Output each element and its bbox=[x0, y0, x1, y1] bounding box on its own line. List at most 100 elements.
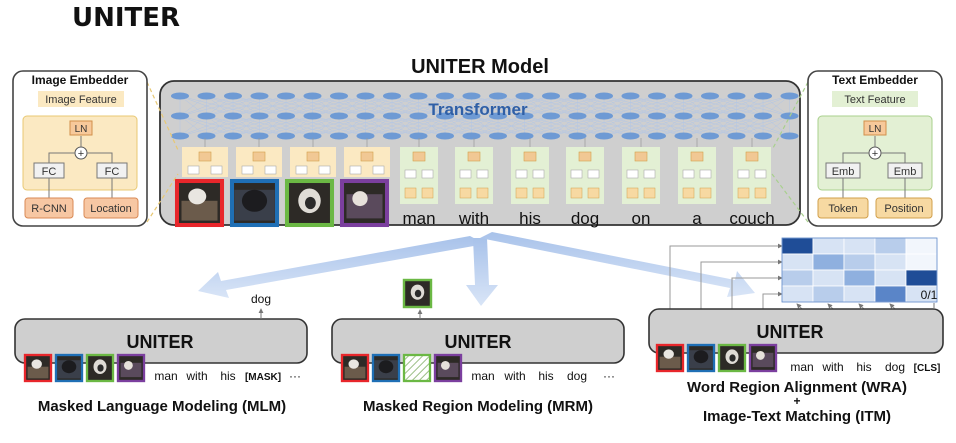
heatmap-cell bbox=[905, 237, 938, 255]
mrm-caption: Masked Region Modeling (MRM) bbox=[363, 398, 593, 415]
region-photo-detail bbox=[693, 350, 709, 364]
region-to-matrix-link bbox=[762, 291, 783, 309]
emb-mini bbox=[737, 169, 750, 179]
transformer-node bbox=[224, 132, 242, 140]
emb-mini bbox=[587, 169, 600, 179]
region-image bbox=[116, 353, 146, 383]
attention-link bbox=[259, 95, 313, 117]
attention-link bbox=[630, 95, 711, 117]
transformer-node bbox=[250, 112, 269, 120]
text-embedder-title: Text Embedder bbox=[832, 73, 918, 87]
wra-cls-token: [CLS] bbox=[914, 363, 941, 374]
position-label: Position bbox=[884, 203, 923, 215]
itm-caption: Image-Text Matching (ITM) bbox=[703, 408, 891, 425]
wra-caption: Word Region Alignment (WRA) bbox=[687, 379, 907, 396]
heatmap-cell bbox=[781, 253, 814, 271]
attention-link bbox=[206, 115, 260, 137]
transformer-node bbox=[330, 92, 348, 100]
attention-link bbox=[683, 115, 737, 137]
heatmap-cell bbox=[905, 253, 938, 271]
attention-link bbox=[338, 95, 419, 117]
region-image bbox=[686, 343, 716, 373]
ln-box bbox=[69, 120, 93, 136]
mlm-target-word: dog bbox=[251, 292, 271, 306]
attention-link bbox=[259, 95, 340, 117]
region-image bbox=[23, 353, 53, 383]
emb-mini bbox=[421, 169, 434, 179]
transformer-node bbox=[621, 92, 640, 100]
wra-uniter-block bbox=[648, 308, 944, 354]
attention-link bbox=[179, 115, 234, 137]
mrm-uniter-label: UNITER bbox=[445, 332, 512, 352]
region-image bbox=[371, 353, 401, 383]
attention-link bbox=[365, 95, 446, 117]
token-mini bbox=[404, 187, 417, 199]
region-photo-detail bbox=[344, 366, 366, 379]
attention-link bbox=[497, 95, 578, 117]
ln-mini bbox=[412, 151, 426, 162]
ln-box bbox=[863, 120, 887, 136]
position-mini bbox=[699, 187, 712, 199]
attention-link bbox=[179, 115, 260, 137]
region-image bbox=[655, 343, 685, 373]
heatmap-cell bbox=[874, 253, 907, 271]
transformer-node bbox=[727, 112, 746, 120]
attention-link bbox=[444, 115, 499, 137]
region-frame bbox=[655, 343, 685, 373]
transformer-node bbox=[224, 112, 242, 120]
mlm-token: with bbox=[185, 369, 207, 383]
region-photo-detail bbox=[27, 366, 49, 379]
attention-link bbox=[444, 115, 525, 137]
heatmap-cell bbox=[812, 237, 845, 255]
attention-link bbox=[206, 95, 260, 117]
attention-link bbox=[471, 115, 552, 137]
mrm-target-region bbox=[402, 278, 433, 309]
alignment-heatmap bbox=[781, 237, 938, 303]
heatmap-border bbox=[781, 237, 938, 303]
transformer-node bbox=[780, 92, 799, 100]
text-feature-label: Text Feature bbox=[844, 94, 905, 106]
emb-mini bbox=[754, 169, 767, 179]
transformer-node bbox=[674, 112, 693, 120]
transformer-attention-mesh bbox=[171, 92, 799, 140]
transformer-node bbox=[754, 132, 772, 140]
main-region-images bbox=[174, 178, 390, 228]
transformer-node bbox=[462, 132, 481, 140]
transformer-node bbox=[436, 112, 454, 120]
mrm-uniter-block bbox=[331, 318, 625, 364]
attention-link bbox=[497, 115, 552, 137]
region-frame bbox=[402, 278, 433, 309]
ln-mini bbox=[360, 151, 374, 162]
transformer-node bbox=[383, 112, 401, 120]
emb-mini bbox=[626, 169, 639, 179]
wra-uniter-label: UNITER bbox=[757, 322, 824, 342]
masked-region bbox=[402, 353, 432, 383]
transformer-node bbox=[303, 132, 322, 140]
wra-token: man bbox=[790, 360, 813, 374]
wra-token: dog bbox=[885, 360, 905, 374]
mlm-mask-token: [MASK] bbox=[245, 372, 281, 383]
region-photo-detail bbox=[352, 191, 368, 207]
attention-link bbox=[285, 115, 366, 137]
attention-link bbox=[762, 115, 790, 137]
transformer-node bbox=[356, 112, 375, 120]
transformer-node bbox=[330, 112, 348, 120]
attention-link bbox=[497, 115, 578, 137]
attention-link bbox=[232, 95, 287, 117]
emb-mini bbox=[570, 169, 583, 179]
transformer-node bbox=[489, 132, 507, 140]
image-embedder-title: Image Embedder bbox=[32, 73, 129, 87]
wra-region-images bbox=[655, 343, 778, 373]
attention-link bbox=[524, 95, 578, 117]
transformer-node bbox=[595, 112, 613, 120]
attention-link bbox=[232, 115, 313, 137]
token-word: man bbox=[402, 209, 435, 228]
fc-mini bbox=[187, 165, 200, 175]
transformer-node bbox=[568, 112, 587, 120]
transformer-node bbox=[515, 112, 534, 120]
heatmap-cell bbox=[781, 285, 814, 303]
transformer-node bbox=[595, 92, 613, 100]
word-to-matrix-link bbox=[858, 303, 865, 310]
attention-link bbox=[444, 95, 499, 117]
position-box bbox=[875, 197, 933, 219]
